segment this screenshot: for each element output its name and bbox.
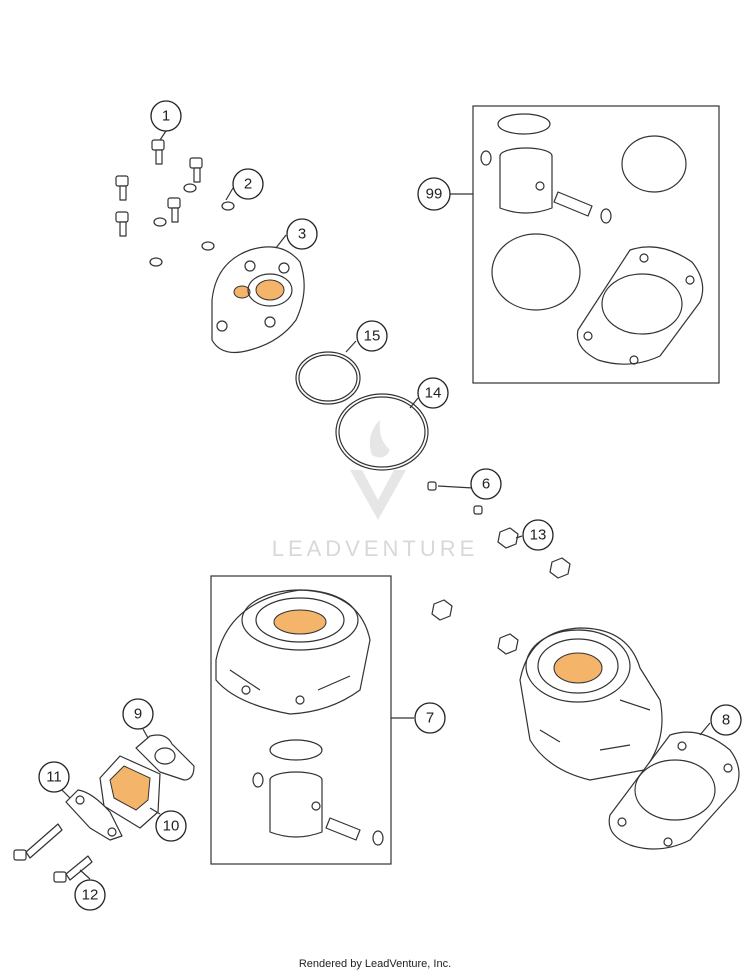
watermark-logo-icon — [350, 470, 406, 520]
watermark-flame-icon — [369, 420, 390, 458]
washer-icon — [201, 241, 215, 251]
circlip-icon — [372, 830, 384, 846]
callout-2: 2 — [232, 168, 264, 200]
callout-10: 10 — [155, 810, 187, 842]
dowel-pin-icon — [473, 505, 483, 515]
callout-9: 9 — [122, 698, 154, 730]
dowel-pin-icon — [427, 481, 437, 491]
cylinder-right — [519, 627, 663, 781]
nut-icon — [431, 599, 453, 621]
callout-6: 6 — [470, 468, 502, 500]
svg-text:7: 7 — [426, 710, 434, 727]
bolt-icon — [189, 157, 203, 183]
kit-piston-ring — [497, 113, 551, 135]
piston-kit-box — [472, 105, 720, 384]
callout-12: 12 — [74, 879, 106, 911]
svg-text:1: 1 — [162, 108, 170, 125]
washer-icon — [183, 183, 197, 193]
cylinder-kit-box — [210, 575, 392, 865]
nut-icon — [549, 557, 571, 579]
footer-credit: Rendered by LeadVenture, Inc. — [298, 958, 452, 970]
kit-o-ring-small — [621, 135, 687, 193]
reed-housing — [99, 755, 161, 829]
svg-text:10: 10 — [163, 818, 180, 835]
circlip-icon — [600, 208, 612, 224]
svg-text:14: 14 — [425, 385, 442, 402]
bolt-icon — [115, 211, 129, 237]
svg-text:9: 9 — [134, 706, 142, 723]
svg-text:15: 15 — [364, 328, 381, 345]
svg-text:11: 11 — [46, 769, 62, 786]
callout-99: 99 — [417, 177, 451, 211]
cylinder-head — [211, 246, 305, 353]
svg-text:12: 12 — [82, 887, 99, 904]
piston-pin — [325, 817, 361, 841]
o-ring-15 — [295, 351, 361, 405]
callout-14: 14 — [417, 377, 449, 409]
circlip-icon — [252, 772, 264, 788]
leader-lines — [59, 130, 711, 880]
base-gasket — [608, 731, 740, 850]
kit-o-ring-large — [491, 233, 581, 311]
nut-icon — [497, 633, 519, 655]
callout-11: 11 — [38, 761, 70, 793]
callout-15: 15 — [356, 320, 388, 352]
nut-icon — [497, 527, 519, 549]
piston-ring — [269, 739, 323, 761]
svg-text:3: 3 — [298, 226, 306, 243]
svg-text:99: 99 — [426, 186, 443, 203]
bolt-icon — [115, 175, 129, 201]
svg-text:2: 2 — [244, 176, 252, 193]
svg-text:6: 6 — [482, 476, 490, 493]
washer-icon — [149, 257, 163, 267]
washer-icon — [153, 217, 167, 227]
bolt-icon — [167, 197, 181, 223]
washer-icon — [221, 201, 235, 211]
callout-8: 8 — [710, 704, 742, 736]
piston — [269, 771, 323, 838]
o-ring-14 — [335, 393, 429, 471]
callout-3: 3 — [286, 218, 318, 250]
head-bolts-group — [115, 139, 235, 267]
circlip-icon — [480, 150, 492, 166]
svg-text:13: 13 — [530, 527, 547, 544]
callout-1: 1 — [150, 100, 182, 132]
watermark: LEADVENTURE — [272, 420, 479, 561]
callout-13: 13 — [522, 519, 554, 551]
intake-gasket — [135, 734, 195, 781]
kit-base-gasket — [576, 246, 704, 365]
bolt-icon — [151, 139, 165, 165]
intake-flange — [65, 789, 123, 841]
bolt-icon — [13, 823, 63, 861]
bolt-icon — [53, 855, 93, 883]
kit-piston-pin — [553, 191, 593, 217]
kit-piston — [499, 147, 553, 214]
callout-7: 7 — [414, 702, 446, 734]
cylinder-in-box — [215, 589, 371, 715]
svg-text:8: 8 — [722, 712, 730, 729]
watermark-text: LEADVENTURE — [272, 536, 479, 561]
